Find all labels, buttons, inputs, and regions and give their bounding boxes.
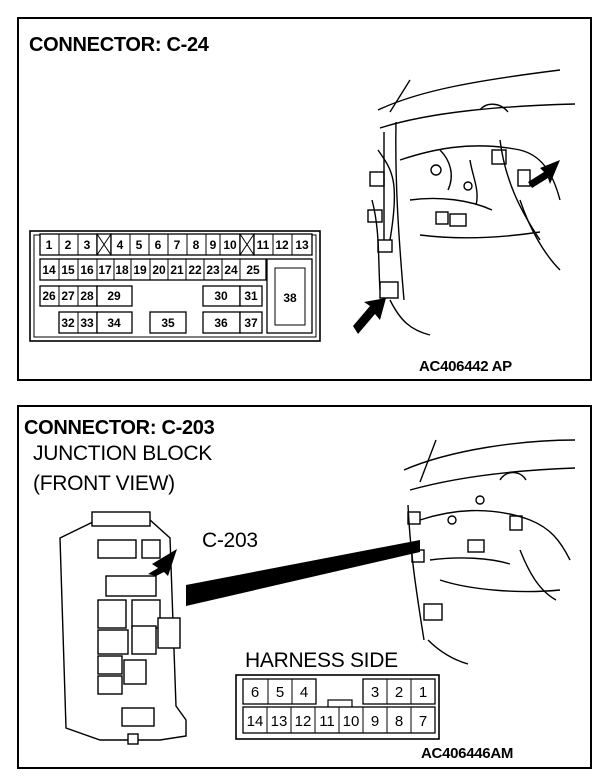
c24-pin-28: 28 <box>80 289 94 303</box>
c24-pin-30: 30 <box>214 289 228 303</box>
c24-pin-6: 6 <box>155 238 162 252</box>
panel-title: CONNECTOR: C-203 <box>24 417 215 439</box>
c24-pin-4: 4 <box>117 238 124 252</box>
figure-code: AC406446AM <box>421 745 514 762</box>
c24-pin-16: 16 <box>80 263 94 277</box>
panel-title: CONNECTOR: C-24 <box>29 34 209 56</box>
c203-pin-11: 11 <box>319 713 335 730</box>
c24-pin-13: 13 <box>295 238 309 252</box>
c24-pin-12: 12 <box>275 238 289 252</box>
c24-pin-24: 24 <box>224 263 238 277</box>
c24-pin-15: 15 <box>61 263 75 277</box>
c24-pin-3: 3 <box>84 238 91 252</box>
c24-pin-37: 37 <box>244 316 258 330</box>
c24-pointer-arrow <box>353 298 386 334</box>
c203-pin-5: 5 <box>276 684 284 701</box>
c24-pin-20: 20 <box>152 263 166 277</box>
c24-pin-29: 29 <box>107 289 121 303</box>
c24-pin-21: 21 <box>170 263 184 277</box>
c203-pin-14: 14 <box>247 713 264 730</box>
c24-pin-9: 9 <box>210 238 217 252</box>
c203-callout-label: C-203 <box>202 529 258 552</box>
c24-pin-32: 32 <box>61 316 75 330</box>
c24-pin-31: 31 <box>244 289 258 303</box>
c24-pin-27: 27 <box>61 289 75 303</box>
figure-code: AC406442 AP <box>419 358 512 375</box>
c203-pin-7: 7 <box>419 713 427 730</box>
panel-subtitle-1: JUNCTION BLOCK <box>33 442 212 465</box>
c203-pin-3: 3 <box>371 684 379 701</box>
c24-pin-19: 19 <box>133 263 147 277</box>
c203-pin-9: 9 <box>371 713 379 730</box>
c24-pin-5: 5 <box>136 238 143 252</box>
c203-pin-12: 12 <box>295 713 312 730</box>
c24-pin-10: 10 <box>223 238 237 252</box>
c24-secondary-arrow <box>528 160 560 188</box>
c24-location-sketch <box>367 69 576 336</box>
c24-pin-8: 8 <box>193 238 200 252</box>
c24-pin-23: 23 <box>206 263 220 277</box>
c24-pin-25: 25 <box>246 263 260 277</box>
c24-pin-35: 35 <box>161 316 175 330</box>
c203-pin-10: 10 <box>343 713 360 730</box>
c203-pin-1: 1 <box>419 684 427 701</box>
c24-connector-face: 1 2 3 4 5 6 7 8 9 10 11 12 13 14 15 16 1… <box>29 230 321 342</box>
c24-pin-38: 38 <box>283 291 297 305</box>
panel-subtitle-2: (FRONT VIEW) <box>33 472 175 495</box>
c24-pin-1: 1 <box>46 238 53 252</box>
c203-pin-6: 6 <box>251 684 259 701</box>
c203-pin-13: 13 <box>271 713 288 730</box>
c24-terminal-38-inner <box>274 267 306 326</box>
c24-pin-26: 26 <box>42 289 56 303</box>
c24-pin-36: 36 <box>214 316 228 330</box>
c203-connector-face: 6 5 4 3 2 1 14 13 12 11 10 9 8 7 <box>235 674 440 740</box>
c203-pin-8: 8 <box>395 713 403 730</box>
c24-pin-17: 17 <box>98 263 112 277</box>
c24-pin-33: 33 <box>80 316 94 330</box>
c24-pin-14: 14 <box>42 263 56 277</box>
c203-pin-4: 4 <box>300 684 308 701</box>
c203-pointer-arrow <box>148 549 177 576</box>
c24-pin-18: 18 <box>115 263 129 277</box>
harness-side-label: HARNESS SIDE <box>245 649 398 672</box>
c203-pin-2: 2 <box>395 684 403 701</box>
c203-leader-wedge <box>186 540 420 606</box>
c203-location-sketch <box>403 439 576 665</box>
c24-pin-2: 2 <box>65 238 72 252</box>
c24-pin-7: 7 <box>174 238 181 252</box>
c24-pin-11: 11 <box>257 238 270 252</box>
c24-pin-34: 34 <box>107 316 121 330</box>
c24-pin-22: 22 <box>188 263 202 277</box>
junction-block-sketch <box>59 511 187 745</box>
